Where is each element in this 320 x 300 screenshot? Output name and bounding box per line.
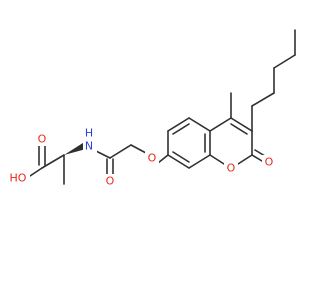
amide-carbonyl-oxygen-label: O: [106, 175, 115, 188]
bond-c8a-c8: [188, 154, 211, 169]
amide-carbonyl-oxygen-bg: [103, 174, 117, 188]
amide-nitrogen-label: N: [85, 140, 93, 153]
lactone-carbonyl-oxygen-bg: [262, 155, 276, 169]
ether-oxygen-bg: [145, 151, 159, 165]
bond-c4a-c4: [209, 117, 232, 132]
bond-c6-c5: [167, 117, 190, 132]
acid-carbonyl-oxygen-bg: [35, 132, 49, 146]
bond-hexyl-4: [273, 54, 296, 69]
amide-hydrogen-label: H: [85, 127, 93, 140]
bond-c8-c7-inner: [172, 151, 190, 163]
bond-ether-o-c7: [157, 154, 169, 164]
atom-label-layer: HO O N H O O O O: [6, 127, 276, 188]
bond-o1-c8a: [209, 154, 225, 165]
wedge-alpha-nitrogen: [64, 141, 86, 155]
lactone-carbonyl-oxygen-label: O: [265, 156, 274, 169]
ring-oxygen-bg: [224, 161, 238, 175]
bond-c2-o-double-a: [251, 154, 263, 162]
bond-c6-c5-inner: [172, 123, 190, 135]
bond-ch2-ether-o: [130, 144, 147, 154]
hydroxyl-label: HO: [10, 172, 27, 185]
hydroxyl-label-bg: [6, 170, 30, 184]
bond-layer: [29, 29, 296, 185]
bond-acid-c-hydroxyl: [29, 167, 43, 177]
bond-amide-c-ch2: [109, 144, 132, 159]
bond-c4-c3-inner: [230, 123, 248, 135]
bond-hexyl-2: [251, 92, 275, 107]
amide-nitrogen-bg: [83, 139, 97, 155]
acid-carbonyl-oxygen-label: O: [38, 133, 47, 146]
bond-c8-c7: [167, 154, 190, 169]
ring-oxygen-label: O: [227, 162, 236, 175]
bond-c2-o1: [237, 154, 253, 165]
ether-oxygen-label: O: [148, 152, 157, 165]
bond-c5-c4a: [188, 117, 211, 132]
bond-c4-c3: [230, 117, 253, 132]
molecule-structure: HO O N H O O O O: [6, 29, 296, 188]
bond-acid-c-alpha: [41, 154, 65, 169]
